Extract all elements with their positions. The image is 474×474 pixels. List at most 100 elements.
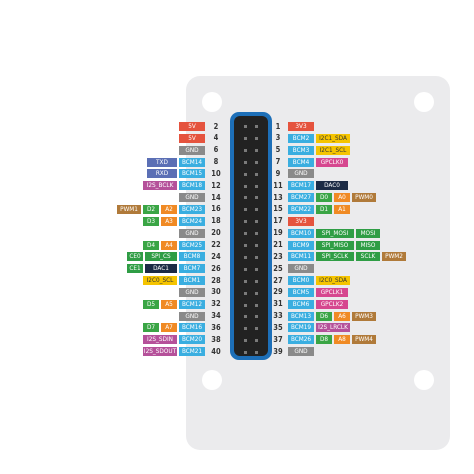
pin-label-spi-miso: SPI_MISO [316,240,354,250]
pin-label-gnd: GND [288,347,314,357]
pin-label-gnd: GND [179,193,205,203]
pin-number: 21 [273,240,283,249]
pin-label-bcm26: BCM26 [288,335,314,345]
pin-hole [255,125,258,128]
pin-label-pwm3: PWM3 [352,311,376,321]
pin-label-mosi: MOSI [356,228,380,238]
pin-hole [244,184,247,188]
pin-hole [244,279,247,283]
pin-label-a0: A0 [334,193,350,203]
pin-hole [244,160,247,164]
pin-label-bcm24: BCM24 [179,216,205,226]
pin-number: 25 [273,263,283,273]
pin-number: 18 [211,216,221,226]
pin-label-bcm11: BCM11 [288,252,314,262]
pin-label-bcm14: BCM14 [179,157,205,167]
pin-hole [255,160,258,164]
pin-label-bcm27: BCM27 [288,193,314,203]
pin-label-bcm20: BCM20 [179,335,205,345]
pin-label-gpclk1: GPCLK1 [316,287,348,297]
pin-hole [255,327,258,331]
pin-hole [255,208,258,212]
pin-hole [255,244,258,247]
mounting-hole [414,370,434,390]
pin-label-dac1: DAC1 [145,264,177,274]
pin-label-bcm23: BCM23 [179,204,205,214]
pin-label-i2s-sdout: I2S_SDOUT [143,347,177,357]
pin-hole [255,315,258,319]
pin-label-bcm7: BCM7 [179,264,205,274]
pin-label-a3: A3 [161,216,177,226]
pin-label-d0: D0 [316,193,332,203]
pin-label-bcm19: BCM19 [288,323,314,333]
pin-number: 22 [211,240,221,249]
pin-number: 15 [273,204,283,214]
pin-hole [255,279,258,283]
pin-label-gnd: GND [179,287,205,297]
pin-number: 33 [273,311,283,321]
pin-number: 34 [211,311,221,321]
pin-label-gnd: GND [288,264,314,274]
pin-hole [255,291,258,295]
pin-number: 3 [275,133,281,143]
mounting-hole [202,370,222,390]
pin-hole [255,351,258,355]
pin-label-i2s-lrclk: I2S_LRCLK [316,323,350,333]
pin-number: 20 [211,228,221,238]
pin-label-5v: 5V [179,133,205,143]
pin-label-i2c1-sda: I2C1_SDA [316,133,350,143]
pin-label-ce0: CE0 [127,252,143,262]
pin-hole [244,267,247,271]
pin-label-i2s-sdin: I2S_SDIN [143,335,177,345]
pin-label-a5: A5 [161,299,177,309]
pin-label-bcm8: BCM8 [179,252,205,262]
pin-number: 6 [213,145,219,155]
pin-number: 8 [213,157,219,167]
pin-label-3v3: 3V3 [288,122,314,131]
pin-hole [244,232,247,236]
pin-hole [244,196,247,200]
pin-hole [255,339,258,343]
pin-label-a8: A8 [334,335,350,345]
pin-label-d6: D6 [316,311,332,321]
pin-label-pwm0: PWM0 [352,193,376,203]
pin-number: 30 [211,287,221,297]
pin-number: 1 [275,121,281,131]
pin-label-bcm6: BCM6 [288,299,314,309]
pin-label-d3: D3 [143,216,159,226]
pin-hole [255,196,258,200]
pin-label-d4: D4 [143,240,159,250]
pin-label-bcm12: BCM12 [179,299,205,309]
pin-label-a4: A4 [161,240,177,250]
pin-number: 17 [273,216,283,226]
gpio-header [230,112,272,360]
pin-number: 36 [211,322,221,332]
pin-label-i2s-bclk: I2S_BCLK [143,181,177,191]
pin-number: 39 [273,346,283,356]
pin-number: 24 [211,251,221,261]
pin-label-pwm2: PWM2 [382,252,406,262]
pin-number: 7 [275,157,281,167]
pin-hole [244,315,247,319]
pin-hole [244,125,247,128]
pin-hole [244,136,247,140]
pin-hole [255,267,258,271]
mounting-hole [414,92,434,112]
pin-number: 13 [273,192,283,202]
pin-label-d8: D8 [316,335,332,345]
pin-number: 27 [273,275,283,285]
pin-label-5v: 5V [179,122,205,131]
pin-label-gnd: GND [179,145,205,155]
pin-number: 10 [211,168,221,178]
pin-number: 26 [211,263,221,273]
pin-label-pwm1: PWM1 [117,204,141,214]
pin-hole [244,255,247,259]
pin-hole [244,303,247,307]
pin-number: 2 [213,121,219,131]
pin-number: 14 [211,192,221,202]
pin-label-bcm21: BCM21 [179,347,205,357]
pin-label-bcm0: BCM0 [288,276,314,286]
pin-number: 28 [211,275,221,285]
pin-label-i2c1-scl: I2C1_SCL [316,145,350,155]
pin-number: 29 [273,287,283,297]
